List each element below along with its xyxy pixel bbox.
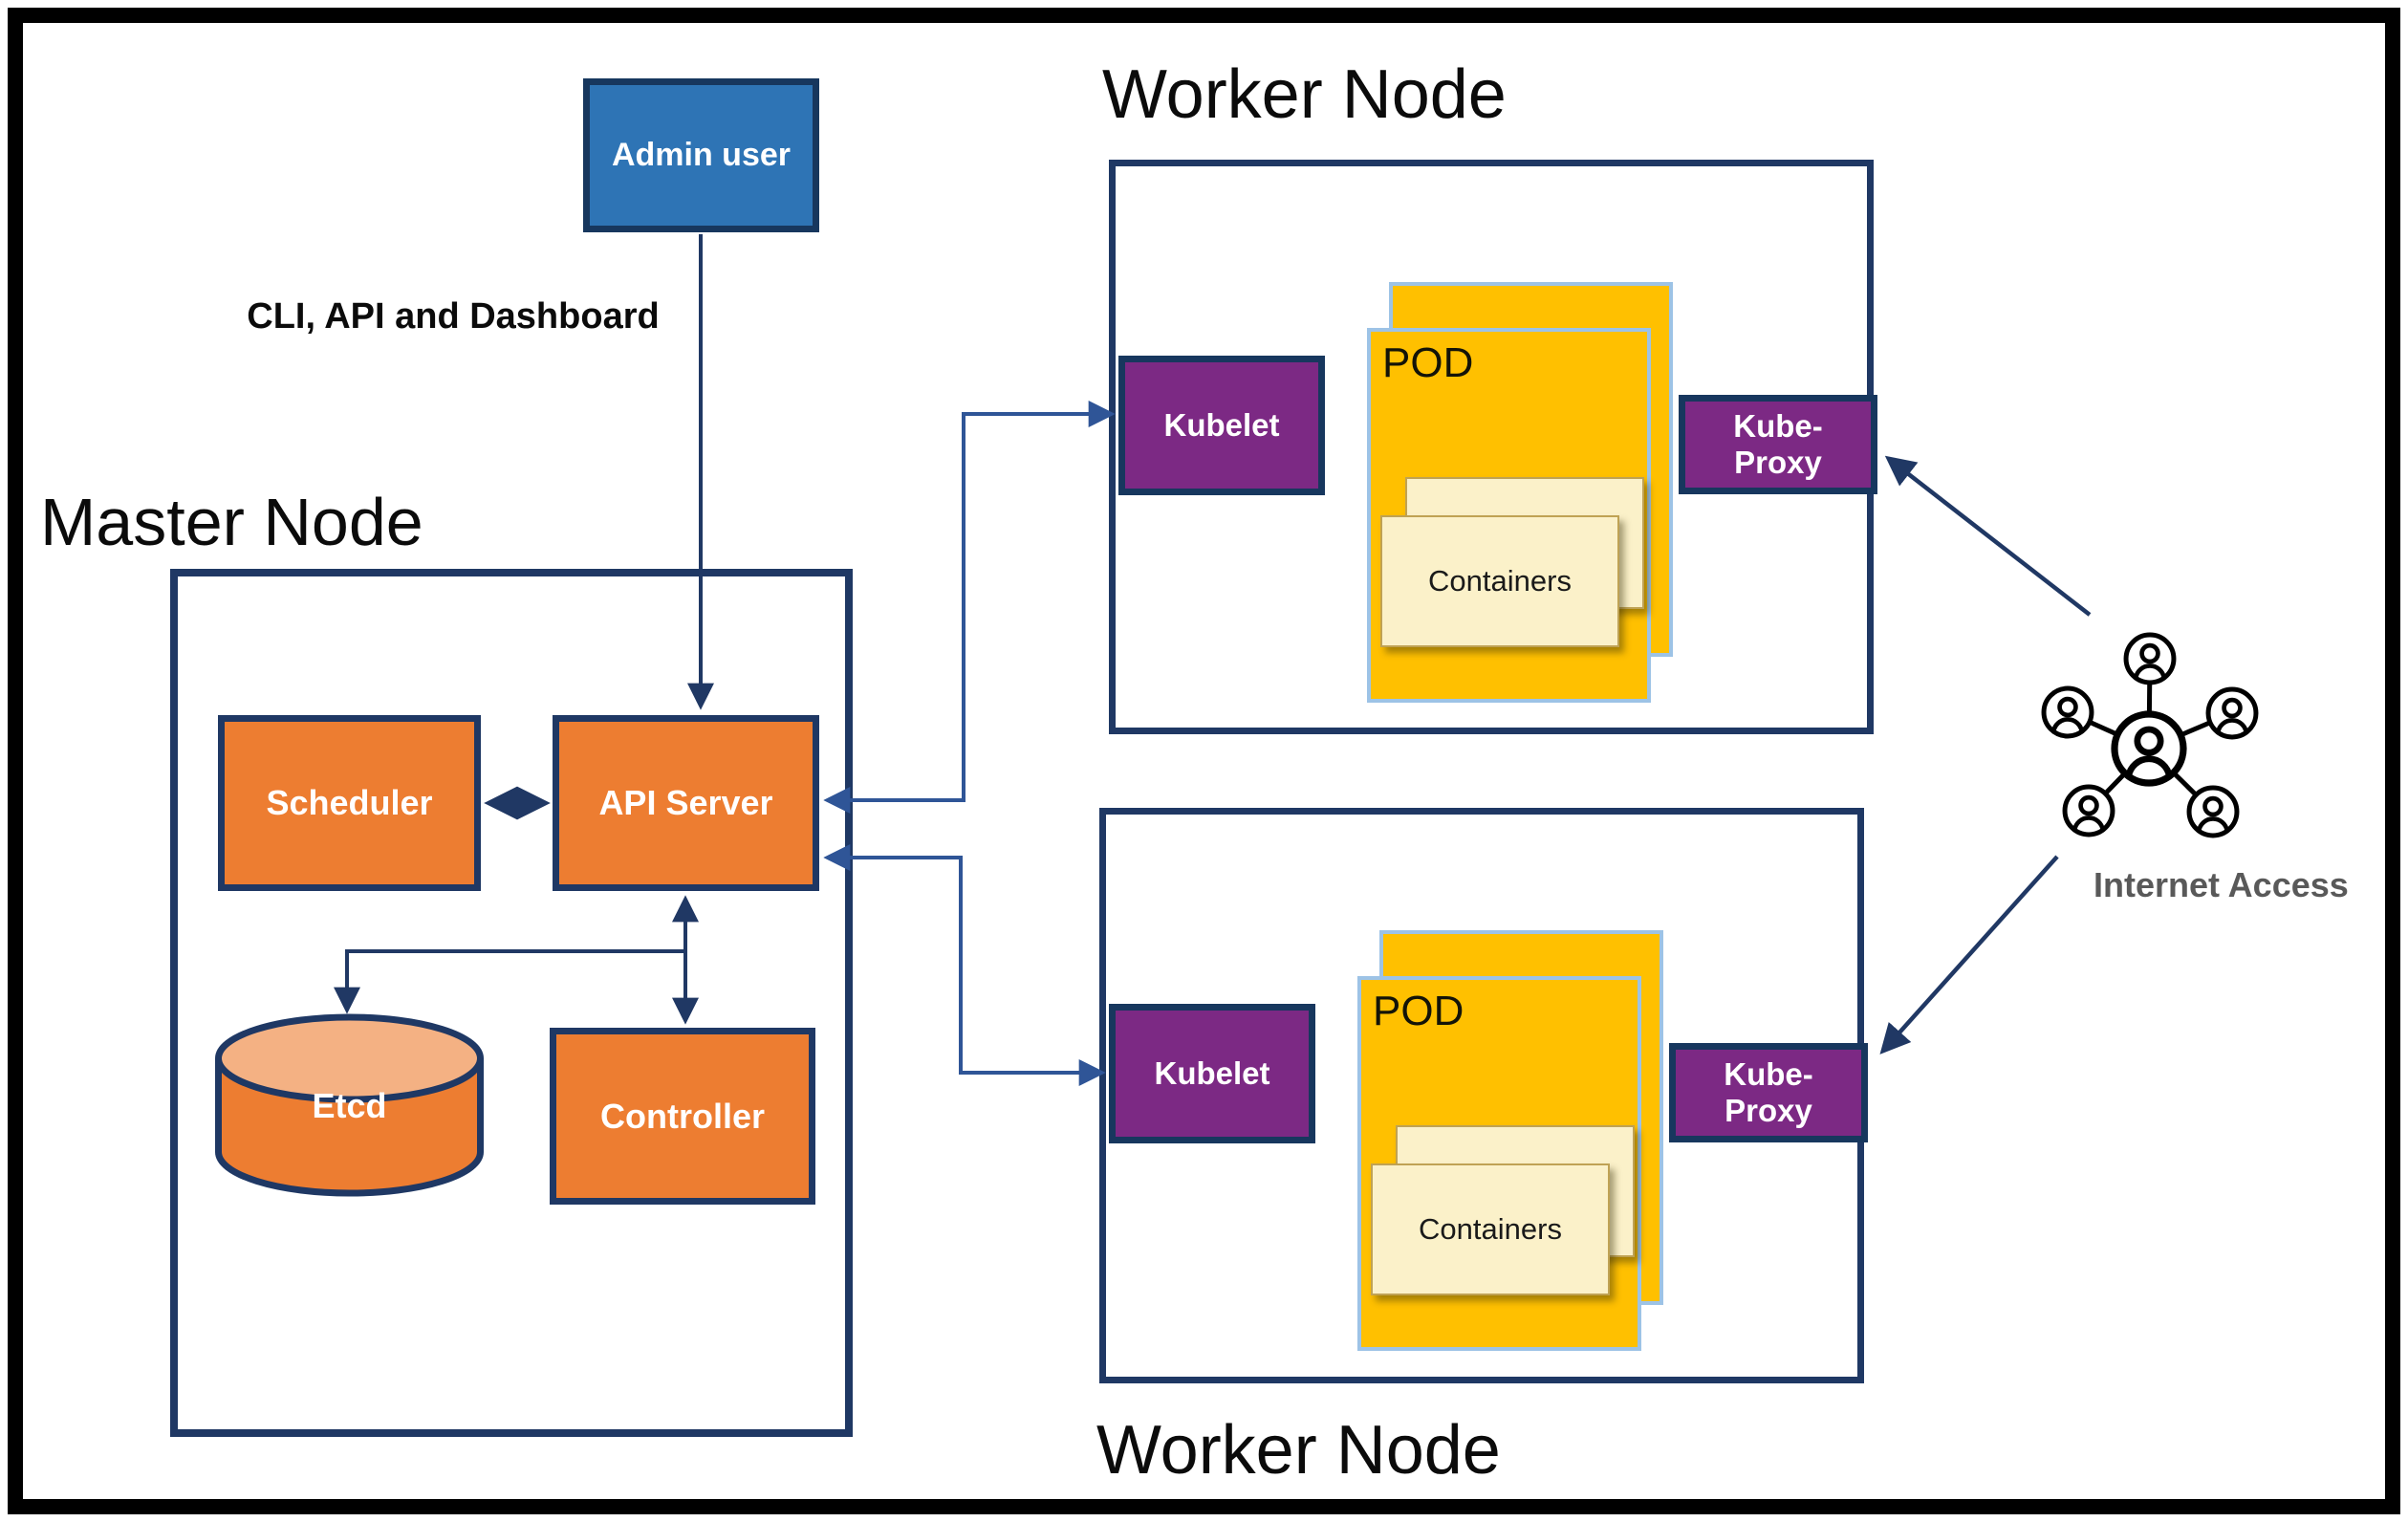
master-node-box — [170, 569, 853, 1437]
master-node-title: Master Node — [40, 485, 423, 559]
controller-box: Controller — [550, 1028, 815, 1205]
kube-proxy-box: Kube-Proxy — [1669, 1043, 1868, 1142]
kube-proxy-label: Kube-Proxy — [1733, 408, 1823, 480]
kubelet-box: Kubelet — [1109, 1004, 1315, 1143]
internet-access-label: Internet Access — [2093, 865, 2349, 904]
kube-proxy-label: Kube-Proxy — [1724, 1056, 1813, 1128]
kube-proxy-box: Kube-Proxy — [1679, 395, 1877, 494]
kubelet-label: Kubelet — [1154, 1055, 1270, 1092]
diagram-frame — [8, 8, 2400, 1514]
containers-label: Containers — [1428, 564, 1572, 598]
scheduler-label: Scheduler — [266, 783, 433, 822]
kubelet-box: Kubelet — [1118, 356, 1325, 495]
kubelet-label: Kubelet — [1163, 407, 1280, 444]
admin-user-label: Admin user — [611, 137, 792, 173]
etcd-label: Etcd — [312, 1086, 387, 1125]
worker-node-1-title: Worker Node — [1102, 56, 1507, 133]
admin-user-box: Admin user — [583, 78, 819, 232]
worker-node-2: POD Containers Kubelet Kube-Proxy — [1099, 808, 1868, 1383]
scheduler-box: Scheduler — [218, 715, 481, 891]
worker-node-1: POD Containers Kubelet Kube-Proxy — [1109, 160, 1877, 734]
containers-front-rect: Containers — [1371, 1163, 1610, 1295]
cli-api-dashboard-caption: CLI, API and Dashboard — [247, 296, 660, 337]
worker-node-2-title: Worker Node — [1096, 1412, 1501, 1489]
api-server-box: API Server — [553, 715, 819, 891]
pod-label: POD — [1382, 339, 1474, 386]
containers-label: Containers — [1419, 1212, 1562, 1246]
controller-label: Controller — [599, 1096, 765, 1136]
api-server-label: API Server — [598, 783, 773, 822]
containers-front-rect: Containers — [1380, 515, 1619, 647]
pod-label: POD — [1373, 988, 1464, 1034]
